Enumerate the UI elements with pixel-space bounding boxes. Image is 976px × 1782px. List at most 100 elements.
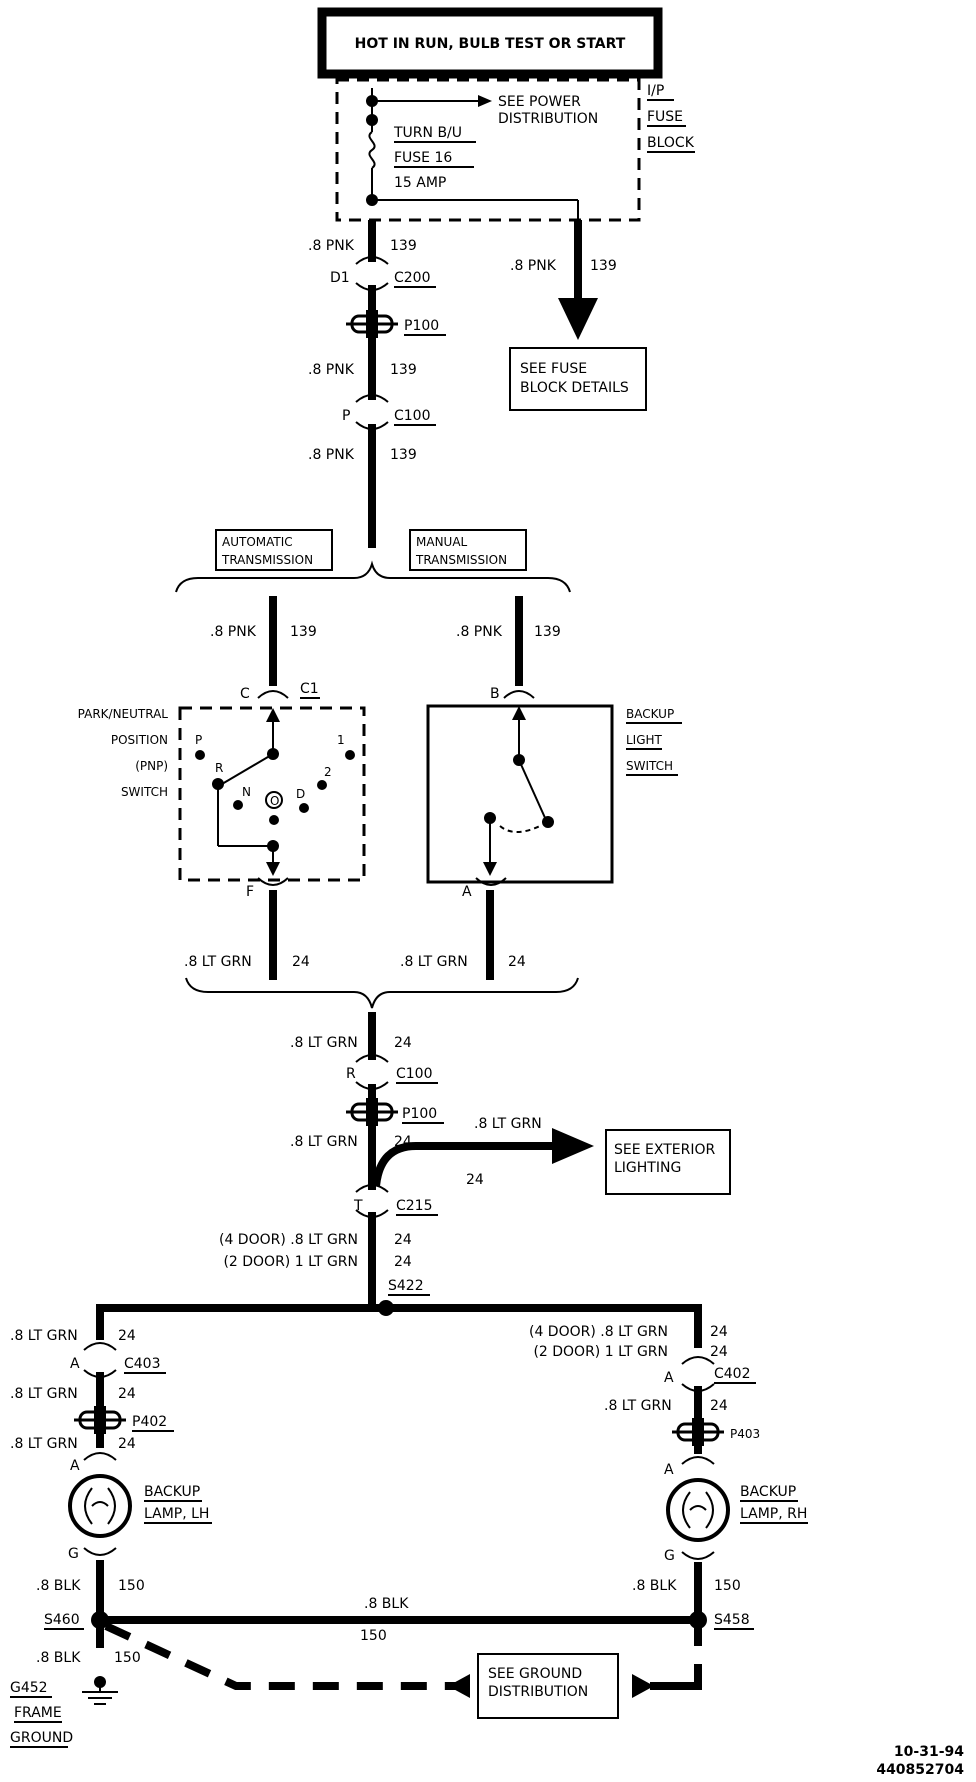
- r-d4-size: (4 DOOR) .8 LT GRN: [529, 1324, 668, 1340]
- fuse-name: TURN B/U: [393, 125, 462, 141]
- see-power-arrow-icon: [478, 95, 492, 107]
- c215-label: C215: [396, 1198, 433, 1214]
- c215-connector-icon: [355, 1184, 389, 1218]
- w3-num: 139: [390, 447, 417, 463]
- fuse-amp: 15 AMP: [394, 175, 446, 191]
- auto-wire-size: .8 PNK: [210, 624, 257, 640]
- pos-d-label: D: [296, 787, 305, 801]
- right-arrow-icon-ground: [632, 1674, 654, 1698]
- pnp-label-4: SWITCH: [121, 785, 168, 799]
- m2-size: .8 LT GRN: [290, 1134, 358, 1150]
- see-ground-distribution-box: [477, 1653, 619, 1719]
- l-w1-size: .8 LT GRN: [10, 1328, 78, 1344]
- c100-upper-pin: P: [342, 408, 350, 424]
- see-fuse-label-1: SEE FUSE: [520, 361, 587, 377]
- c402-connector-icon: [681, 1356, 715, 1392]
- footer-codes: 10-31-94 440852704: [876, 1744, 964, 1778]
- manual-pin-bottom: A: [462, 884, 472, 900]
- p100-upper-label: P100: [404, 318, 439, 334]
- w2-num: 139: [390, 362, 417, 378]
- s460-label: S460: [44, 1612, 80, 1628]
- fuse-details-branch: .8 PNK 139 SEE FUSE BLOCK DETAILS: [509, 220, 647, 411]
- s458-label: S458: [714, 1612, 750, 1628]
- backup-switch-label-2: LIGHT: [626, 733, 663, 747]
- backup-switch-label-3: SWITCH: [626, 759, 673, 773]
- pos-r-label: R: [215, 761, 223, 775]
- pnp-switch-box: [178, 706, 366, 882]
- gnd-bus-size: .8 BLK: [364, 1596, 409, 1612]
- l-w3-num: 24: [118, 1436, 136, 1452]
- header-box: HOT IN RUN, BULB TEST OR START: [317, 7, 663, 79]
- p403-label: P403: [730, 1427, 760, 1441]
- r-gnd-num: 150: [714, 1578, 741, 1594]
- manual-bottom-connector-icon: [475, 877, 507, 886]
- backup-lamp-lh-bulb-icon: [68, 1474, 132, 1538]
- auto-branch: .8 PNK 139 C C1 PARK/NEUTRAL POSITION (P…: [78, 596, 366, 980]
- p100-lower-grommet-icon: [346, 1098, 398, 1126]
- p402-grommet-icon: [74, 1406, 126, 1434]
- r-d2-num: 24: [710, 1344, 728, 1360]
- r-d4-num: 24: [710, 1324, 728, 1340]
- fuse-block-label-2: FUSE: [647, 109, 683, 125]
- d2-num: 24: [394, 1254, 412, 1270]
- d4-size: (4 DOOR) .8 LT GRN: [219, 1232, 358, 1248]
- manual-top-connector-icon: [503, 690, 535, 699]
- d2-size: (2 DOOR) 1 LT GRN: [223, 1254, 358, 1270]
- gnd-bus-num: 150: [360, 1628, 387, 1644]
- c402-pin: A: [664, 1370, 674, 1386]
- manual-wire-num: 139: [534, 624, 561, 640]
- l-w2-size: .8 LT GRN: [10, 1386, 78, 1402]
- p100-lower-label: P100: [402, 1106, 437, 1122]
- c1-label: C1: [300, 681, 319, 697]
- lh-lamp-pin-a: A: [70, 1458, 80, 1474]
- w1-size: .8 PNK: [308, 238, 355, 254]
- see-power-label-2: DISTRIBUTION: [498, 111, 598, 127]
- p403-grommet-icon: [672, 1418, 724, 1446]
- manual-out-size: .8 LT GRN: [400, 954, 468, 970]
- right-lamp-branch: (4 DOOR) .8 LT GRN 24 (2 DOOR) 1 LT GRN …: [529, 1304, 808, 1630]
- ground-label: GROUND: [10, 1730, 73, 1746]
- c100-lower-pin: R: [346, 1066, 356, 1082]
- manual-branch: .8 PNK 139 B BACKUP LIGHT SWITCH A .8 LT…: [400, 596, 682, 980]
- c403-pin: A: [70, 1356, 80, 1372]
- pos-1-label: 1: [337, 733, 345, 747]
- manual-transmission-label-1: MANUAL: [416, 535, 468, 549]
- l-gnd2-size: .8 BLK: [36, 1650, 81, 1666]
- backup-lamp-rh-bulb-icon: [666, 1478, 730, 1542]
- c200-pin: D1: [330, 270, 350, 286]
- left-arrow-icon: [448, 1674, 470, 1698]
- fuse-block-label-1: I/P: [647, 83, 664, 99]
- r-w2-size: .8 LT GRN: [604, 1398, 672, 1414]
- footer-code: 440852704: [876, 1762, 964, 1778]
- pos-p-label: P: [195, 733, 202, 747]
- r-w2-num: 24: [710, 1398, 728, 1414]
- rh-lamp-pin-g: G: [664, 1548, 675, 1564]
- frame-label: FRAME: [14, 1705, 62, 1721]
- left-lamp-branch: .8 LT GRN 24 A C403 .8 LT GRN 24 P402 .8…: [10, 1304, 212, 1748]
- fuse-mid-node: [366, 114, 378, 126]
- pnp-label-1: PARK/NEUTRAL: [78, 707, 169, 721]
- main-upper-wire: .8 PNK 139 D1 C200 P100 .8 PNK 139 P C10…: [308, 220, 446, 548]
- c403-label: C403: [124, 1356, 161, 1372]
- pnp-label-3: (PNP): [135, 759, 168, 773]
- lh-lamp-label-1: BACKUP: [144, 1484, 200, 1500]
- rh-lamp-pin-a: A: [664, 1462, 674, 1478]
- l-w2-num: 24: [118, 1386, 136, 1402]
- c403-connector-icon: [83, 1342, 117, 1378]
- fuse-block-label-3: BLOCK: [647, 135, 695, 151]
- manual-pin-top: B: [490, 686, 500, 702]
- ip-fuse-block: I/P FUSE BLOCK SEE POWER DISTRIBUTION TU…: [335, 78, 695, 222]
- pnp-label-2: POSITION: [111, 733, 168, 747]
- lower-merge-brace: [185, 977, 579, 1009]
- auto-transmission-box: [215, 529, 333, 571]
- ext-num: 24: [466, 1172, 484, 1188]
- branch-wire-num: 139: [590, 258, 617, 274]
- fuse-number: FUSE 16: [394, 150, 452, 166]
- d4-num: 24: [394, 1232, 412, 1248]
- see-ext-label-1: SEE EXTERIOR: [614, 1142, 715, 1158]
- auto-out-size: .8 LT GRN: [184, 954, 252, 970]
- ext-size: .8 LT GRN: [474, 1116, 542, 1132]
- c100-upper-label: C100: [394, 408, 431, 424]
- down-arrow-icon: [558, 298, 598, 340]
